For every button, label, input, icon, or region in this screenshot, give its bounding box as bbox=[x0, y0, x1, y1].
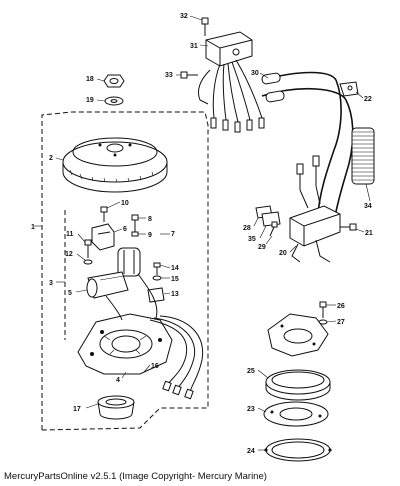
callout-23: 23 bbox=[247, 406, 255, 413]
callout-14: 14 bbox=[171, 265, 179, 272]
callout-34: 34 bbox=[364, 203, 372, 210]
callout-20: 20 bbox=[279, 250, 287, 257]
switch-box-wires bbox=[197, 59, 265, 133]
callout-28: 28 bbox=[243, 225, 251, 232]
ring-25 bbox=[265, 369, 331, 401]
callout-25: 25 bbox=[247, 368, 255, 375]
callout-26: 26 bbox=[337, 303, 345, 310]
leader-lines bbox=[55, 15, 371, 451]
callout-33: 33 bbox=[165, 72, 173, 79]
callout-8: 8 bbox=[148, 216, 152, 223]
callout-6: 6 bbox=[123, 226, 127, 233]
assembly-boundary bbox=[34, 111, 209, 431]
callout-30: 30 bbox=[251, 70, 259, 77]
callout-17: 17 bbox=[73, 406, 81, 413]
flywheel-washer bbox=[104, 96, 124, 106]
flywheel-nut bbox=[103, 74, 125, 88]
stator-bushing bbox=[97, 395, 135, 420]
ring-23 bbox=[263, 401, 329, 427]
screw-26-27 bbox=[318, 301, 328, 325]
trigger-plate bbox=[267, 313, 329, 357]
spark-plug-leads bbox=[261, 71, 354, 223]
screw-33 bbox=[180, 71, 198, 79]
spring-boot bbox=[351, 127, 375, 185]
callout-9: 9 bbox=[148, 232, 152, 239]
ring-24 bbox=[264, 438, 332, 462]
stator-wires bbox=[105, 273, 204, 400]
lead-clip bbox=[339, 81, 359, 97]
callout-7: 7 bbox=[171, 231, 175, 238]
callout-10: 10 bbox=[121, 200, 129, 207]
flywheel bbox=[62, 137, 168, 193]
charge-coil bbox=[91, 223, 115, 251]
screw-21 bbox=[340, 223, 357, 231]
callout-19: 19 bbox=[86, 97, 94, 104]
callout-12: 12 bbox=[65, 251, 73, 258]
callout-18: 18 bbox=[86, 76, 94, 83]
callout-2: 2 bbox=[49, 155, 53, 162]
ignition-coil-20 bbox=[289, 155, 341, 263]
wire-clamp bbox=[147, 287, 165, 303]
screw-14-15 bbox=[152, 262, 162, 281]
callout-22: 22 bbox=[364, 96, 372, 103]
callout-21: 21 bbox=[365, 230, 373, 237]
callout-15: 15 bbox=[171, 276, 179, 283]
callout-13: 13 bbox=[171, 291, 179, 298]
ignition-coil-5 bbox=[86, 271, 129, 299]
callout-24: 24 bbox=[247, 448, 255, 455]
switch-box bbox=[201, 17, 253, 67]
stator-plate bbox=[77, 313, 173, 375]
callout-labels: 1 2 3 4 5 6 7 8 9 10 11 12 13 14 15 16 1… bbox=[31, 13, 373, 455]
callout-3: 3 bbox=[49, 280, 53, 287]
trigger-coil bbox=[117, 247, 141, 277]
callout-1: 1 bbox=[31, 224, 35, 231]
callout-11: 11 bbox=[66, 231, 74, 238]
callout-27: 27 bbox=[337, 319, 345, 326]
callout-31: 31 bbox=[190, 43, 198, 50]
callout-5: 5 bbox=[68, 290, 72, 297]
callout-4: 4 bbox=[116, 377, 120, 384]
parts-exploded-diagram: 1 2 3 4 5 6 7 8 9 10 11 12 13 14 15 16 1… bbox=[31, 13, 375, 462]
callout-32: 32 bbox=[180, 13, 188, 20]
image-caption: MercuryPartsOnline v2.5.1 (Image Copyrig… bbox=[4, 471, 267, 482]
callout-35: 35 bbox=[248, 236, 256, 243]
callout-29: 29 bbox=[258, 244, 266, 251]
screw-11-12 bbox=[83, 239, 93, 265]
screw-29 bbox=[269, 221, 278, 237]
callout-16: 16 bbox=[151, 363, 159, 370]
